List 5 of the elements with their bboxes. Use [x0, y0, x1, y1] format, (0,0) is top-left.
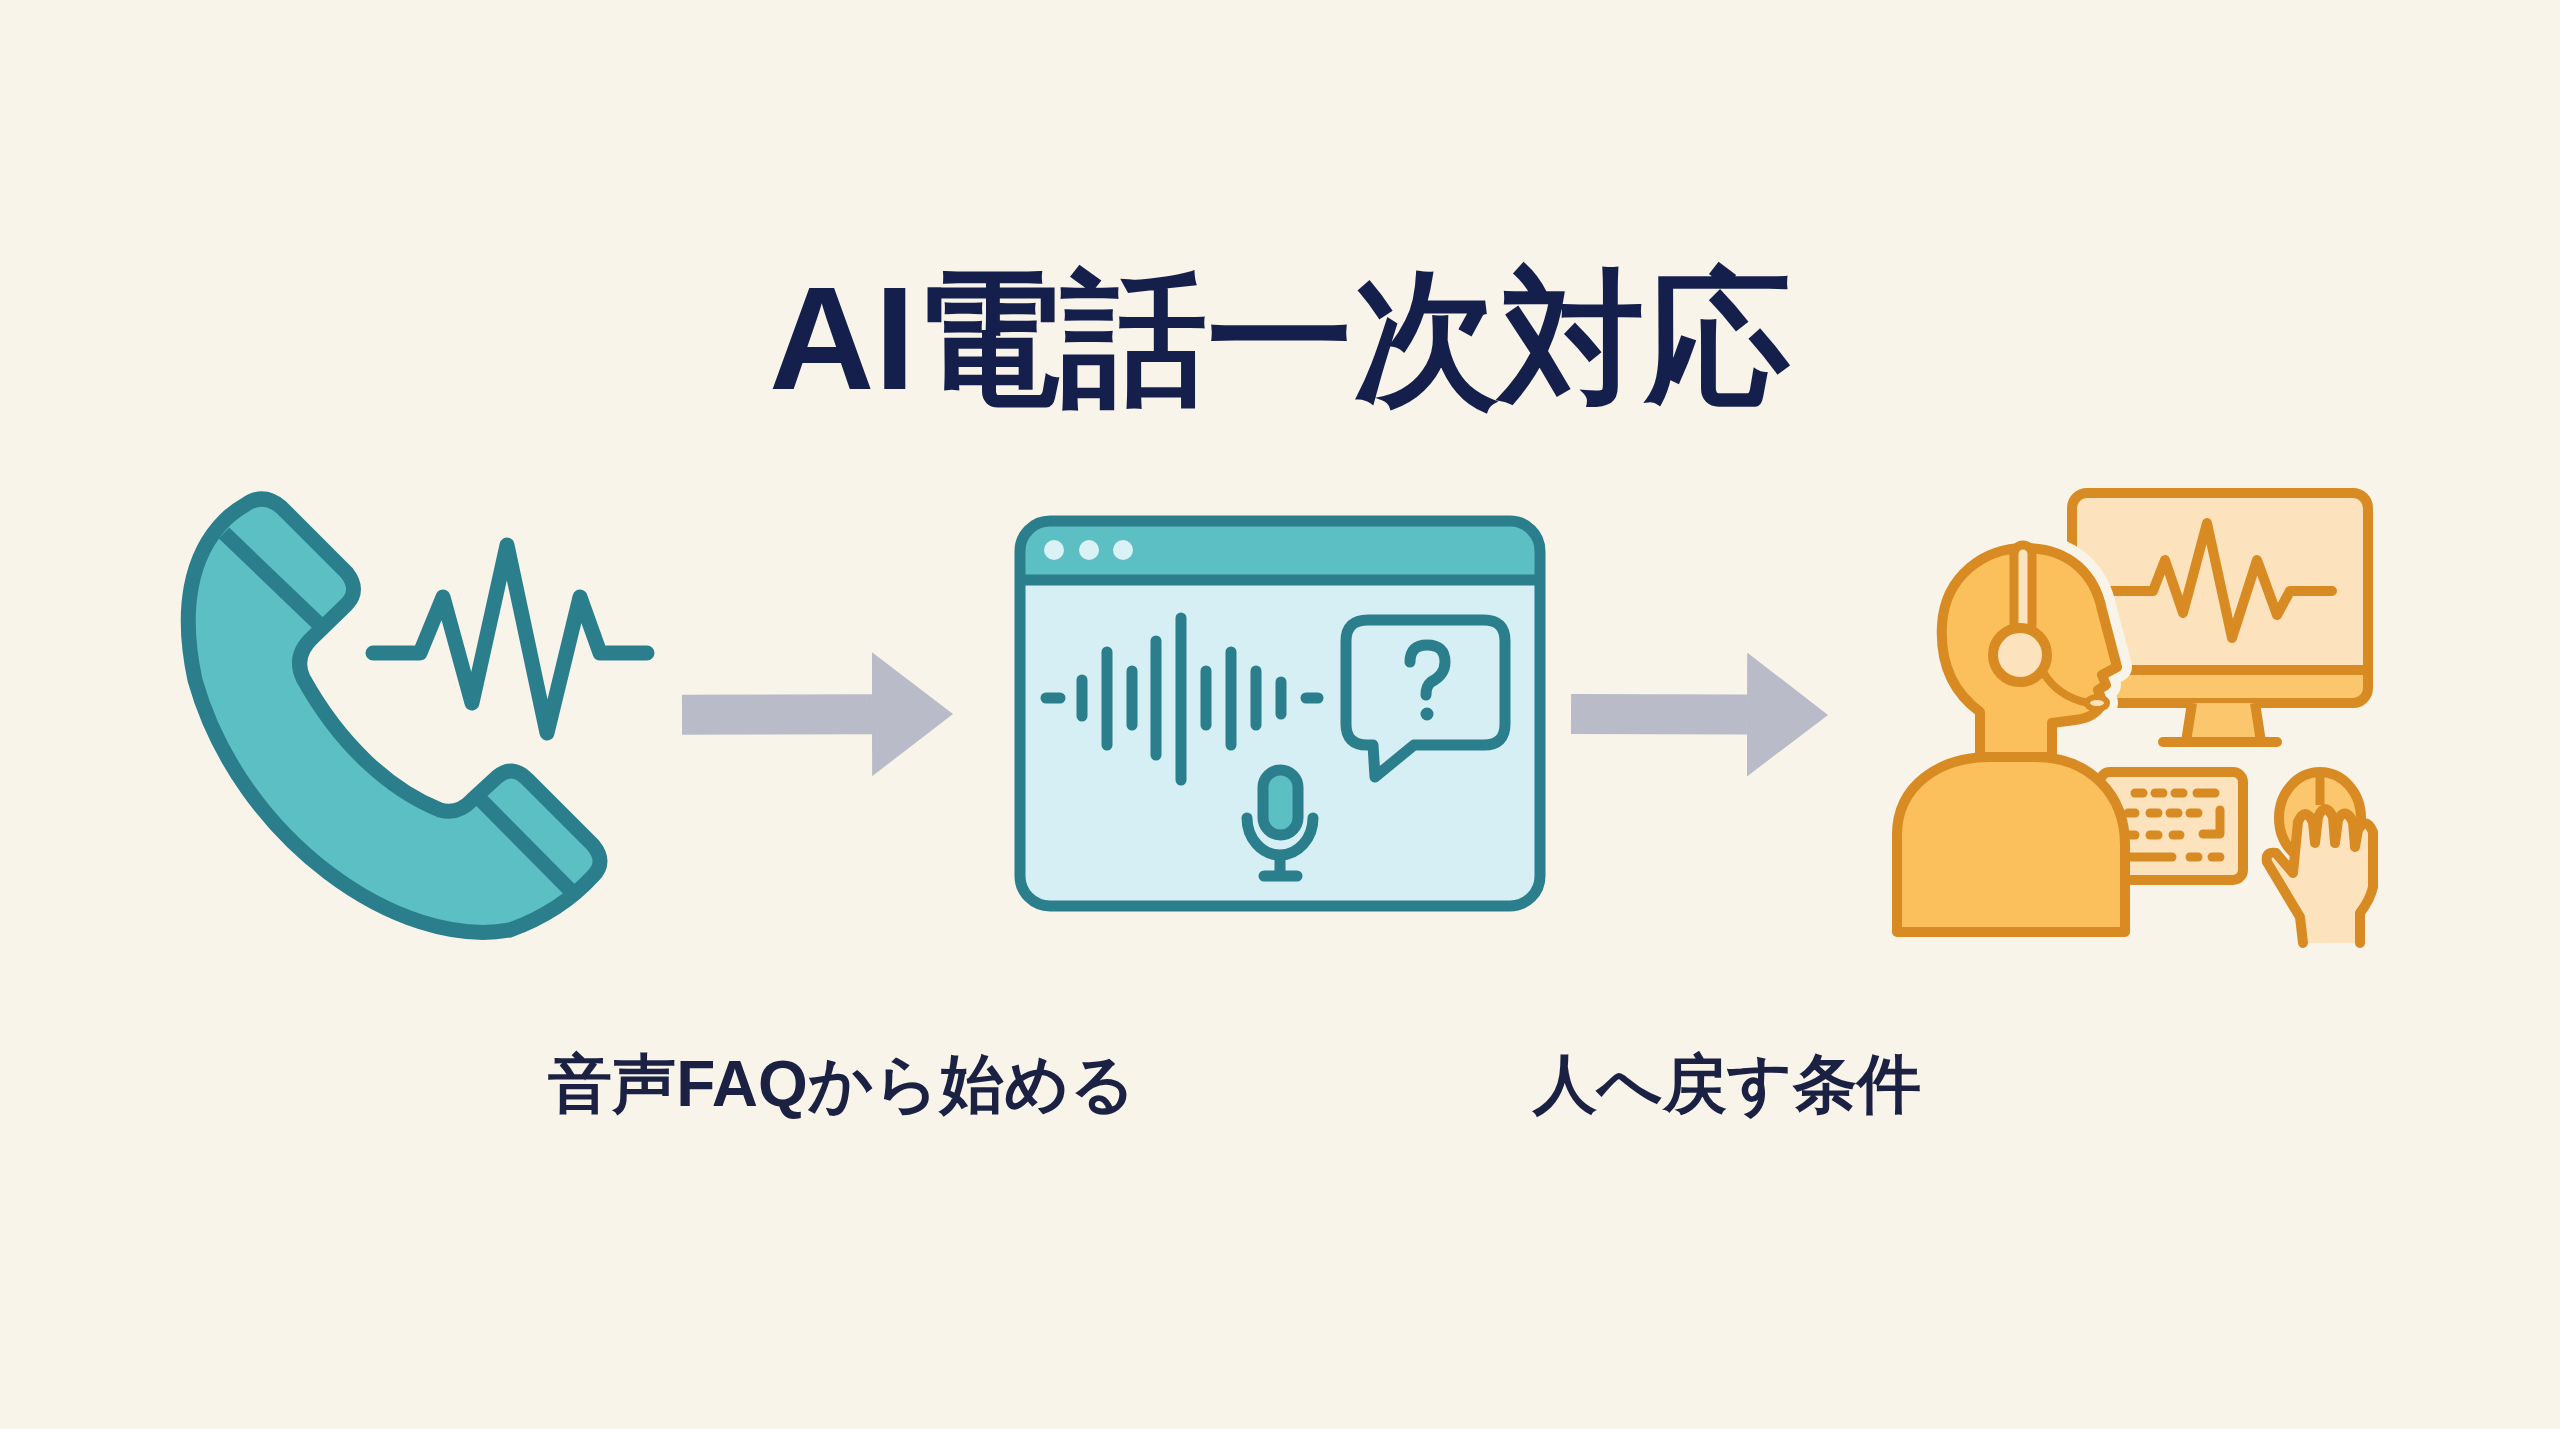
- title: AI電話一次対応: [769, 257, 1791, 421]
- app-window-illustration: [1013, 514, 1547, 912]
- step-caption: 人へ戻す条件: [1533, 1049, 1921, 1121]
- step-caption: 音声FAQから始める: [548, 1049, 1136, 1121]
- arrow: [1570, 652, 1828, 777]
